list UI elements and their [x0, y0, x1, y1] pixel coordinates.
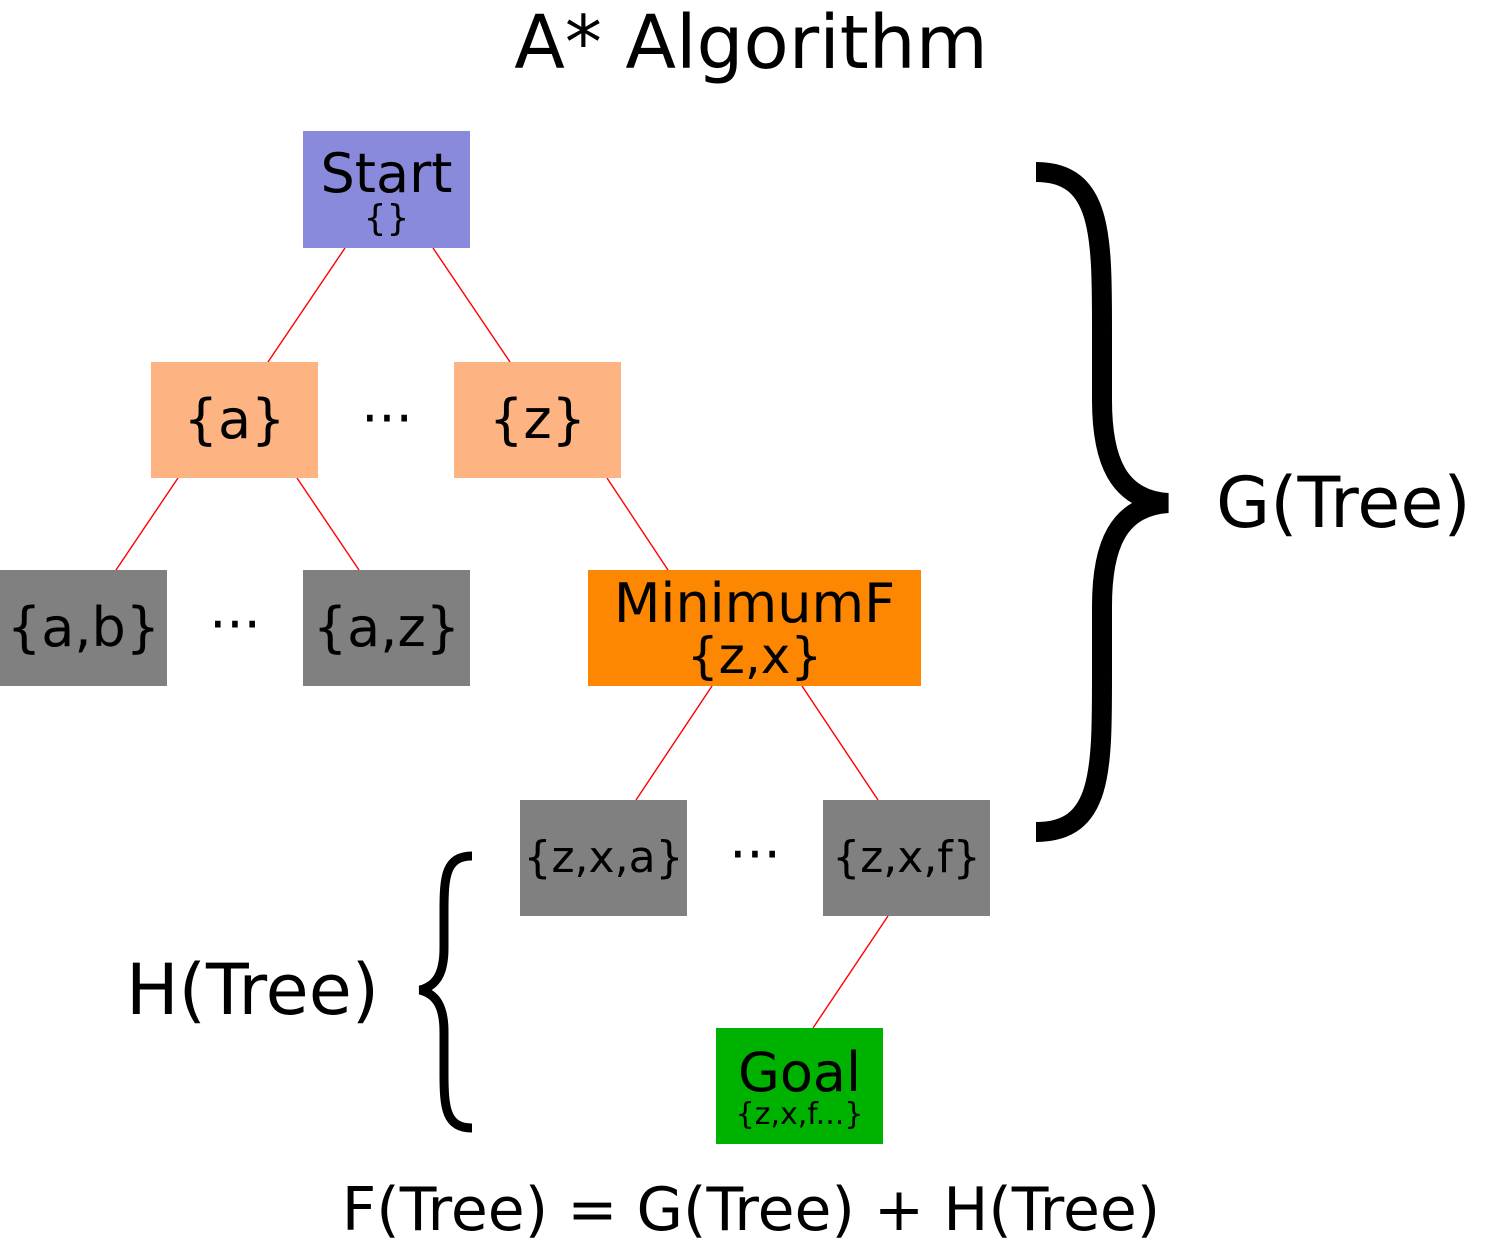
h-tree-label: H(Tree): [126, 949, 380, 1031]
edge-a-ab: [115, 477, 179, 571]
node-z-x-a: {z,x,a}: [520, 800, 687, 916]
node-goal-label: Goal: [738, 1041, 861, 1104]
edge-start-z: [432, 247, 511, 363]
ellipsis-level4: ···: [729, 823, 781, 886]
edge-a-az: [296, 477, 360, 571]
node-start: Start {}: [303, 131, 470, 248]
node-a-b-label: {a,b}: [6, 596, 161, 659]
ellipsis-level1: ···: [361, 387, 413, 450]
g-tree-brace-icon: [1035, 162, 1170, 842]
page-title: A* Algorithm: [514, 0, 988, 86]
node-z-x-f: {z,x,f}: [823, 800, 990, 916]
node-minimum-f: MinimumF {z,x}: [588, 570, 921, 686]
node-a-b: {a,b}: [0, 570, 167, 686]
node-minimum-f-label: MinimumF: [613, 572, 896, 635]
node-a-z: {a,z}: [303, 570, 470, 686]
edge-minimum-zxa: [635, 685, 713, 801]
f-tree-formula: F(Tree) = G(Tree) + H(Tree): [341, 1175, 1161, 1245]
node-goal: Goal {z,x,f...}: [716, 1028, 883, 1144]
node-a-z-label: {a,z}: [312, 596, 461, 659]
h-tree-brace-icon: [418, 851, 473, 1133]
node-z-label: {z}: [488, 388, 587, 451]
node-z-x-f-label: {z,x,f}: [832, 832, 981, 883]
node-goal-set: {z,x,f...}: [735, 1097, 864, 1132]
node-minimum-f-set: {z,x}: [686, 627, 823, 685]
node-a: {a}: [151, 362, 318, 478]
edge-z-minimum: [606, 477, 669, 571]
node-z-x-a-label: {z,x,a}: [523, 832, 684, 883]
edge-minimum-zxf: [801, 685, 879, 801]
node-z: {z}: [454, 362, 621, 478]
node-start-label: Start: [320, 141, 453, 205]
edge-zxf-goal: [812, 915, 889, 1029]
edge-start-a: [267, 247, 346, 363]
ellipsis-level2: ···: [209, 593, 261, 656]
node-a-label: {a}: [183, 388, 286, 451]
g-tree-label: G(Tree): [1216, 462, 1471, 544]
node-start-set: {}: [363, 197, 410, 239]
